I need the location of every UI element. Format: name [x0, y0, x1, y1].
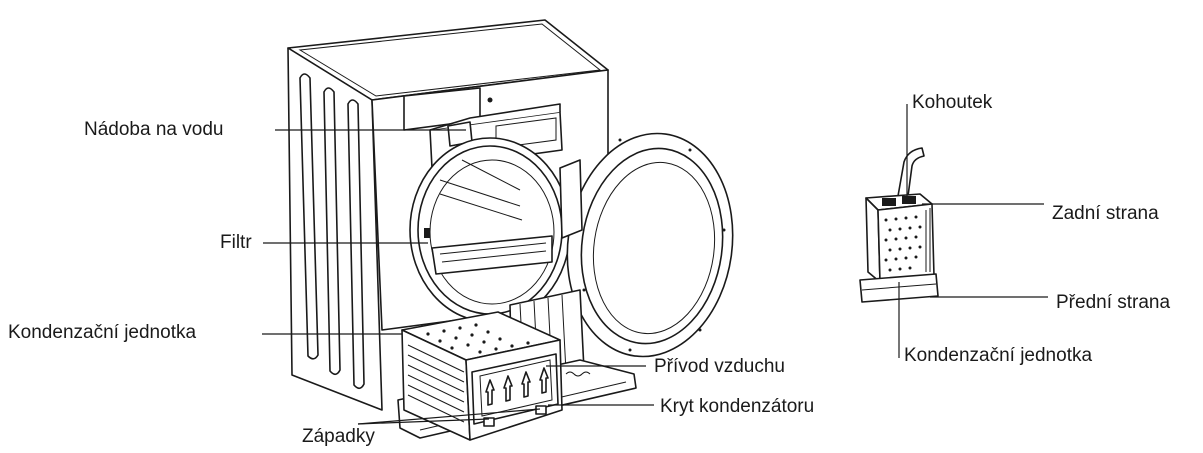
label-back-side: Zadní strana — [1052, 203, 1159, 224]
label-latches: Západky — [302, 426, 375, 447]
label-condenser-cover: Kryt kondenzátoru — [660, 396, 815, 417]
label-water-container: Nádoba na vodu — [84, 119, 224, 140]
label-condenser-unit-left: Kondenzační jednotka — [8, 322, 197, 343]
label-front-side: Přední strana — [1056, 292, 1171, 313]
label-tap: Kohoutek — [912, 92, 993, 113]
label-air-inlet: Přívod vzduchu — [654, 356, 785, 377]
leader-lines — [262, 104, 1048, 425]
label-condenser-unit-right: Kondenzační jednotka — [904, 345, 1093, 366]
label-filter: Filtr — [220, 232, 252, 253]
